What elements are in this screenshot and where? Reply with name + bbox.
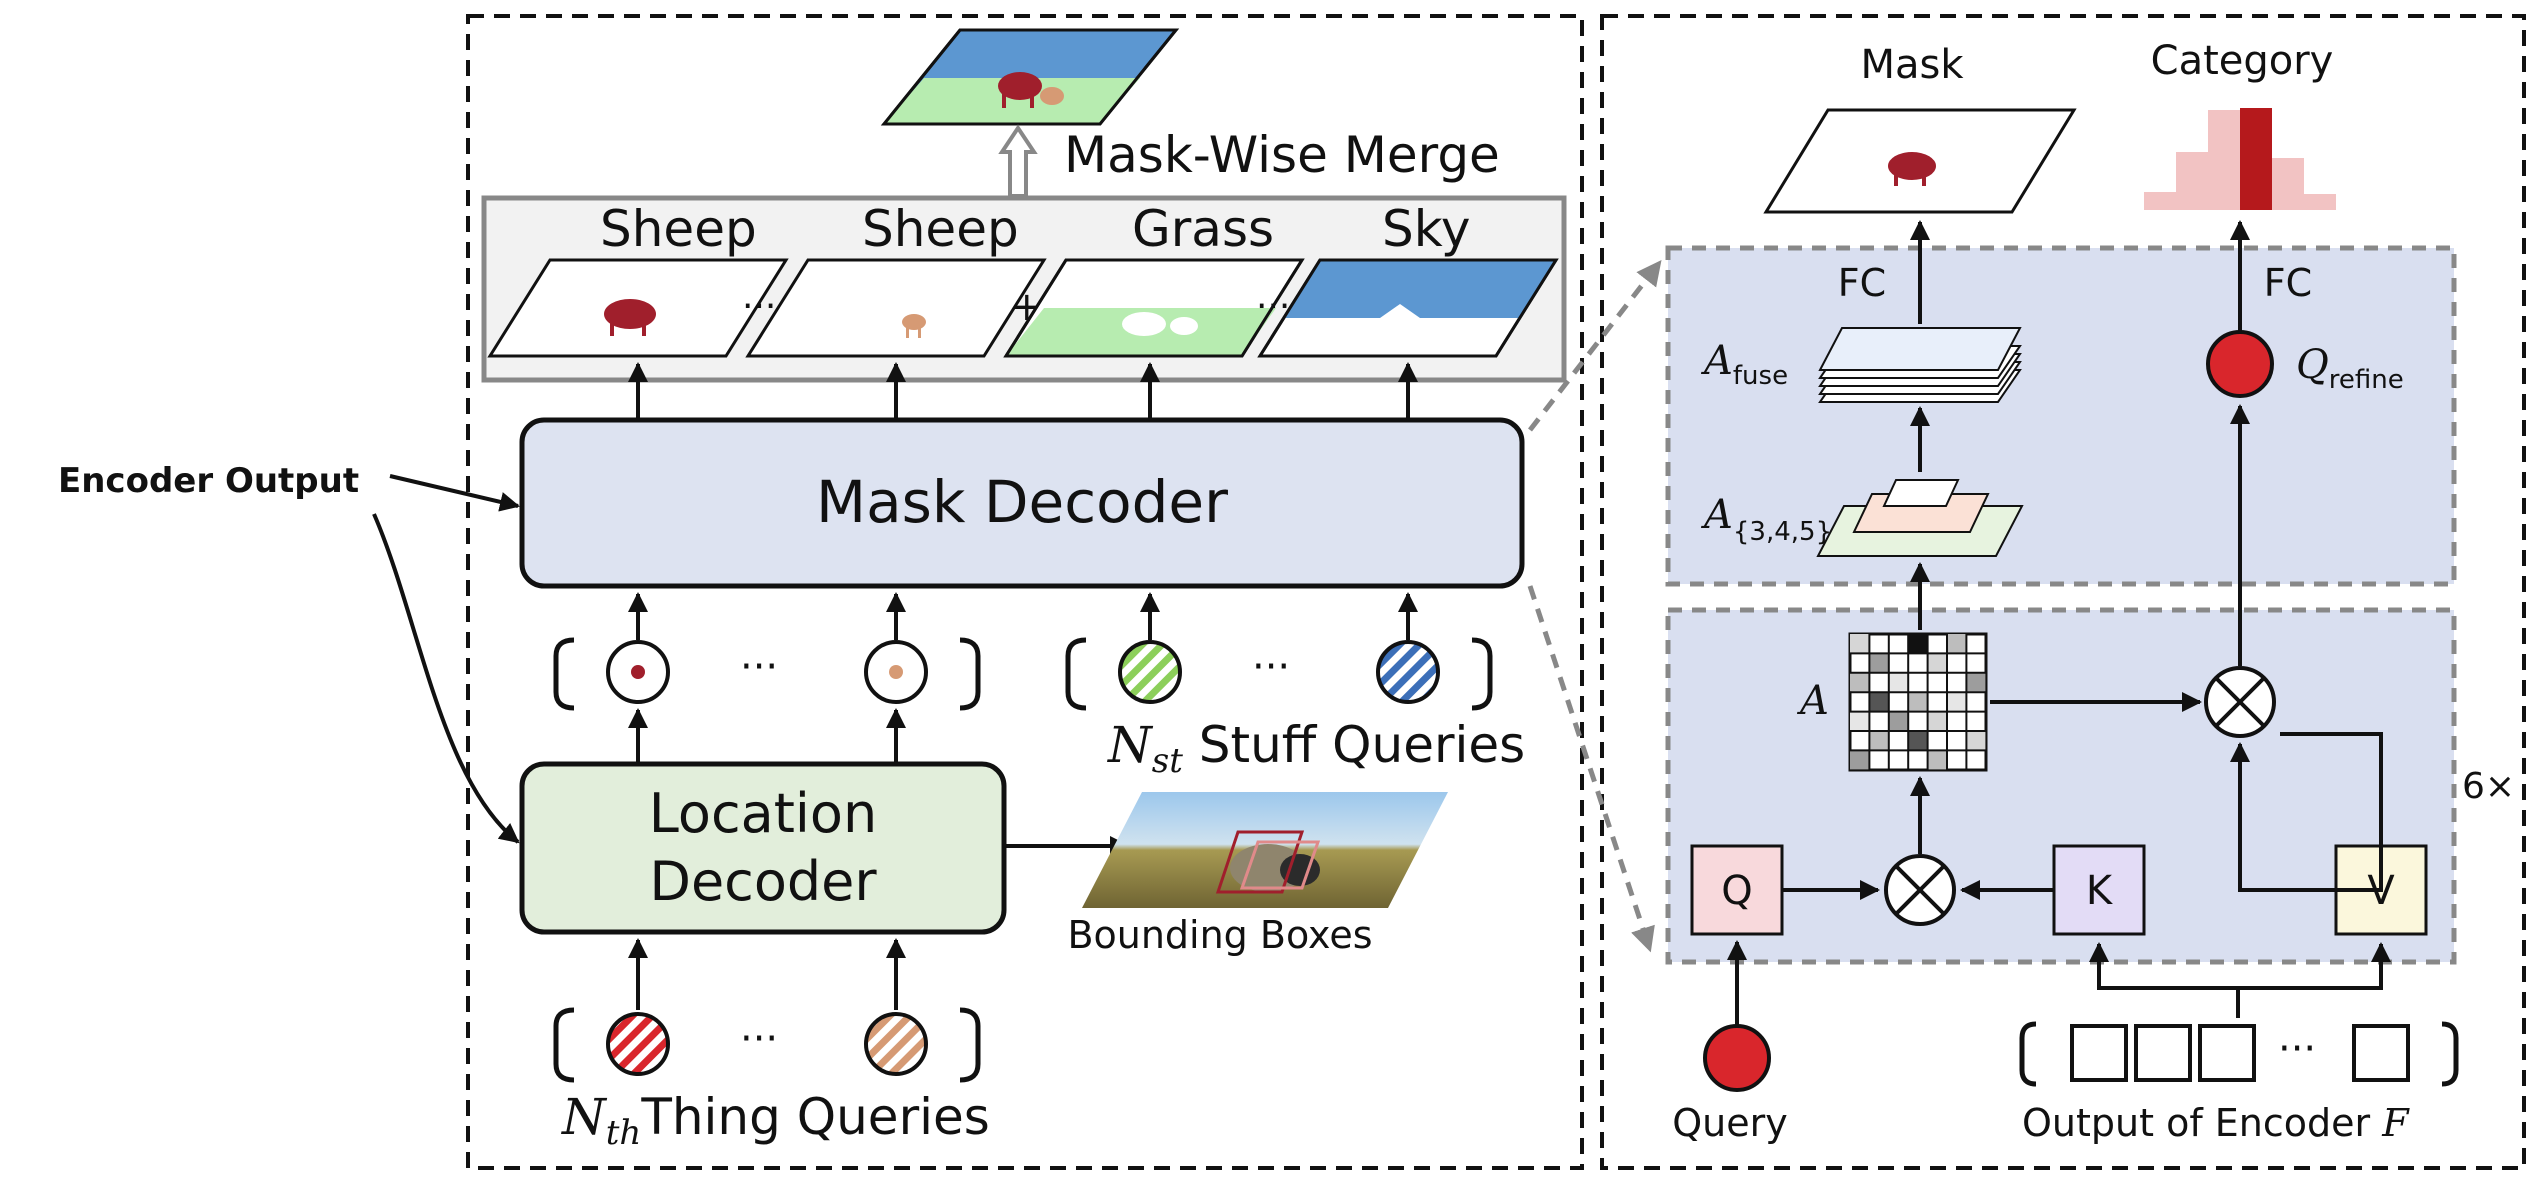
thing-query-brackets-upper — [553, 637, 981, 711]
attention-matrix — [1848, 632, 1988, 772]
merge-label: Mask-Wise Merge — [1064, 126, 1500, 184]
mask-label-sheep-1: Sheep — [600, 200, 757, 258]
left-panel-border — [466, 14, 1584, 1170]
thing-query-refined-2 — [864, 640, 928, 704]
mask-label-sheep-2: Sheep — [862, 200, 1019, 258]
q-box-label: Q — [1721, 868, 1752, 914]
a-attention-label: A — [1796, 678, 1829, 724]
ellipsis-4: ··· — [1252, 644, 1290, 690]
stuff-query-grass — [1118, 640, 1182, 704]
bounding-boxes-label: Bounding Boxes — [1067, 913, 1372, 957]
q-refine-label: Qrefine — [2296, 342, 2404, 395]
k-box-label: K — [2086, 868, 2114, 914]
right-panel-border — [1600, 14, 2526, 1170]
thing-query-brackets-lower — [553, 1007, 981, 1083]
merge-arrow — [998, 124, 1038, 198]
fc-right-label: FC — [2264, 261, 2312, 305]
merged-mask-image — [880, 28, 1180, 126]
stuff-query-brackets — [1065, 637, 1493, 711]
repeat-label: 6× — [2462, 766, 2515, 807]
fc-left-label: FC — [1838, 261, 1886, 305]
encoder-token-3 — [2198, 1024, 2256, 1082]
fusion-panel — [1665, 245, 2457, 587]
a-multiscale-label: A{3,4,5} — [1700, 492, 1832, 547]
mask-decoder-label: Mask Decoder — [816, 468, 1228, 536]
thing-query-sheep-1 — [606, 1012, 670, 1076]
output-mask — [1763, 108, 2077, 214]
stuff-query-sky — [1376, 640, 1440, 704]
a-fuse-label: Afuse — [1700, 338, 1788, 391]
multiply-node-value — [2204, 666, 2276, 738]
location-decoder-label-line2: Decoder — [649, 850, 877, 913]
bounding-boxes-image — [1082, 792, 1448, 908]
q-refine-node — [2206, 330, 2274, 398]
category-title: Category — [2151, 38, 2334, 84]
mask-sky — [1257, 258, 1559, 358]
category-histogram — [2144, 108, 2336, 210]
zoom-line-top — [1528, 260, 1662, 432]
ellipsis-3: ··· — [740, 644, 778, 690]
mask-sheep-1 — [487, 258, 789, 358]
thing-query-refined-1 — [606, 640, 670, 704]
location-decoder-label-line1: Location — [649, 782, 877, 845]
multiply-node-qk — [1884, 854, 1956, 926]
encoder-token-1 — [2070, 1024, 2128, 1082]
mask-sheep-2 — [745, 258, 1047, 358]
mask-label-grass: Grass — [1132, 200, 1274, 258]
zoom-line-bottom — [1527, 585, 1655, 953]
query-node — [1703, 1024, 1771, 1092]
mask-title: Mask — [1860, 42, 1964, 88]
encoder-token-2 — [2134, 1024, 2192, 1082]
encoder-token-n — [2352, 1024, 2410, 1082]
mask-decoder-box — [519, 417, 1525, 589]
a-multiscale-pyramid — [1816, 479, 2024, 557]
encoder-token-brackets — [2019, 1021, 2459, 1087]
stuff-queries-label: Nst Stuff Queries — [1107, 716, 1525, 781]
q-box — [1690, 844, 1784, 936]
query-label: Query — [1672, 1101, 1787, 1145]
encoder-output-f-label: Output of Encoder F — [2022, 1101, 2410, 1145]
thing-queries-label: NthThing Queries — [561, 1088, 990, 1153]
encoder-output-label: Encoder Output — [58, 461, 359, 501]
thing-query-sheep-2 — [864, 1012, 928, 1076]
mask-label-sky: Sky — [1382, 200, 1471, 258]
ellipsis-5: ··· — [740, 1016, 778, 1062]
a-fuse-stack — [1818, 327, 2022, 403]
mask-grass — [1003, 258, 1305, 358]
ellipsis-6: ··· — [2278, 1026, 2316, 1072]
